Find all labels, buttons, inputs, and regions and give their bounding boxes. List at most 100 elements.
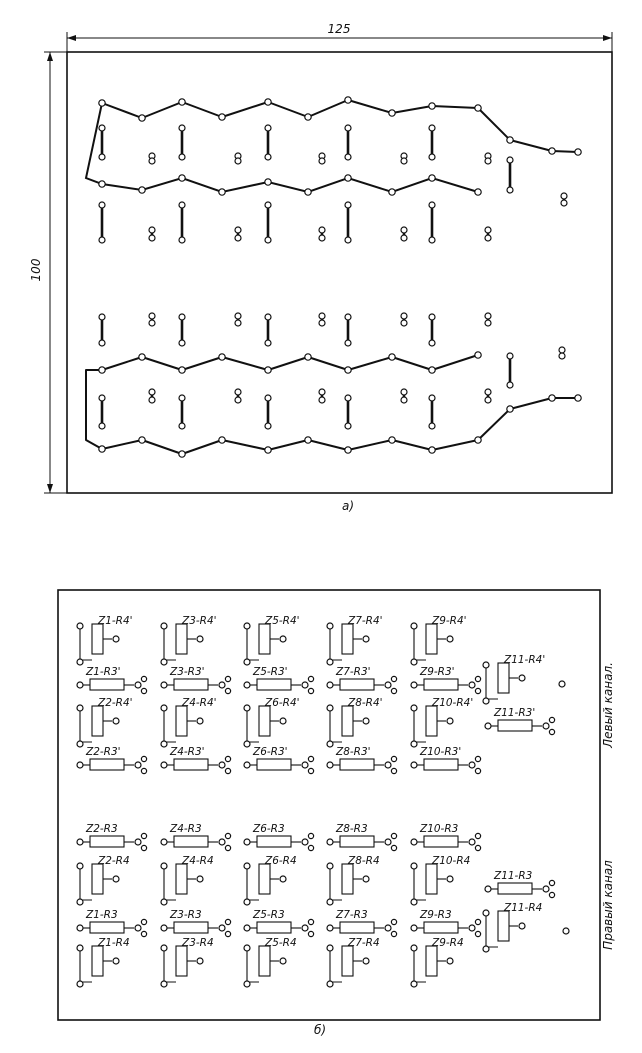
solder-pad	[410, 704, 418, 712]
solder-pad	[234, 388, 242, 396]
solder-pad	[428, 313, 436, 321]
solder-pad	[148, 319, 156, 327]
solder-pad	[344, 313, 352, 321]
solder-pad	[76, 740, 84, 748]
component-label: Z3-R4	[181, 937, 214, 949]
solder-pad	[160, 681, 168, 689]
solder-pad	[264, 446, 272, 454]
solder-pad	[388, 353, 396, 361]
solder-pad	[388, 436, 396, 444]
solder-pad	[548, 716, 556, 724]
solder-pad	[301, 838, 309, 846]
solder-pad	[234, 396, 242, 404]
solder-pad	[224, 755, 232, 763]
resistor-vertical	[482, 909, 526, 953]
resistor-horizontal	[326, 755, 398, 775]
solder-pad	[428, 124, 436, 132]
solder-pad	[178, 153, 186, 161]
solder-pad	[474, 351, 482, 359]
solder-pad	[304, 353, 312, 361]
solder-pad	[178, 339, 186, 347]
solder-pad	[98, 422, 106, 430]
resistor-vertical	[326, 944, 370, 988]
solder-pad	[410, 740, 418, 748]
track-top-zigzag	[101, 99, 579, 153]
solder-pad	[76, 924, 84, 932]
solder-pad	[218, 761, 226, 769]
component-label: Z6-R4	[264, 855, 297, 867]
component-label: Z2-R3	[85, 823, 118, 835]
solder-pad	[384, 924, 392, 932]
solder-pad	[318, 226, 326, 234]
solder-pad	[318, 312, 326, 320]
solder-pad	[196, 717, 204, 725]
solder-pad	[138, 186, 146, 194]
solder-pad	[344, 96, 352, 104]
resistor-horizontal	[410, 832, 482, 852]
solder-pad	[410, 681, 418, 689]
solder-pad	[548, 728, 556, 736]
width-dimension: 125	[66, 22, 613, 52]
solder-pad	[243, 838, 251, 846]
solder-pad	[318, 388, 326, 396]
solder-pad	[410, 944, 418, 952]
solder-pad	[148, 388, 156, 396]
solder-pad	[560, 192, 568, 200]
solder-pad	[134, 924, 142, 932]
solder-pad	[574, 148, 582, 156]
component-label: Z5-R4	[264, 937, 297, 949]
solder-pad	[148, 396, 156, 404]
solder-pad	[318, 157, 326, 165]
solder-pad	[279, 717, 287, 725]
solder-pad	[76, 704, 84, 712]
solder-pad	[484, 319, 492, 327]
component-label: Z8-R3'	[335, 746, 371, 758]
solder-pad	[112, 875, 120, 883]
solder-pad	[304, 113, 312, 121]
solder-pad	[218, 113, 226, 121]
resistor-vertical	[160, 862, 204, 906]
solder-pad	[428, 366, 436, 374]
component-label: Z3-R3'	[169, 666, 205, 678]
solder-pad	[468, 681, 476, 689]
solder-pad	[560, 199, 568, 207]
resistor-horizontal	[160, 832, 232, 852]
solder-pad	[243, 898, 251, 906]
solder-pad	[160, 980, 168, 988]
solder-pad	[446, 635, 454, 643]
solder-pad	[318, 234, 326, 242]
solder-pad	[562, 927, 570, 935]
solder-pad	[482, 661, 490, 669]
solder-pad	[474, 930, 482, 938]
component-label: Z3-R3	[169, 909, 202, 921]
solder-pad	[384, 681, 392, 689]
solder-pad	[307, 675, 315, 683]
solder-pad	[264, 366, 272, 374]
resistor-horizontal	[410, 918, 482, 938]
solder-pad	[428, 339, 436, 347]
solder-pad	[400, 388, 408, 396]
solder-pad	[307, 930, 315, 938]
solder-pad	[98, 153, 106, 161]
solder-pad	[98, 339, 106, 347]
solder-pad	[506, 405, 514, 413]
component-label: Z1-R4'	[97, 615, 133, 627]
solder-pad	[428, 102, 436, 110]
resistor-vertical	[243, 622, 287, 666]
resistor-vertical	[326, 862, 370, 906]
resistor-horizontal	[484, 879, 556, 899]
solder-pad	[307, 687, 315, 695]
component-label: Z10-R4	[431, 855, 470, 867]
solder-pad	[160, 704, 168, 712]
solder-pad	[243, 924, 251, 932]
solder-pad	[178, 124, 186, 132]
resistor-vertical	[410, 622, 454, 666]
solder-pad	[160, 761, 168, 769]
solder-pad	[400, 226, 408, 234]
solder-pad	[400, 157, 408, 165]
solder-pad	[307, 844, 315, 852]
channel-right-label: Правый канал	[601, 860, 615, 950]
solder-pad	[384, 838, 392, 846]
solder-pad	[140, 918, 148, 926]
solder-pad	[178, 98, 186, 106]
